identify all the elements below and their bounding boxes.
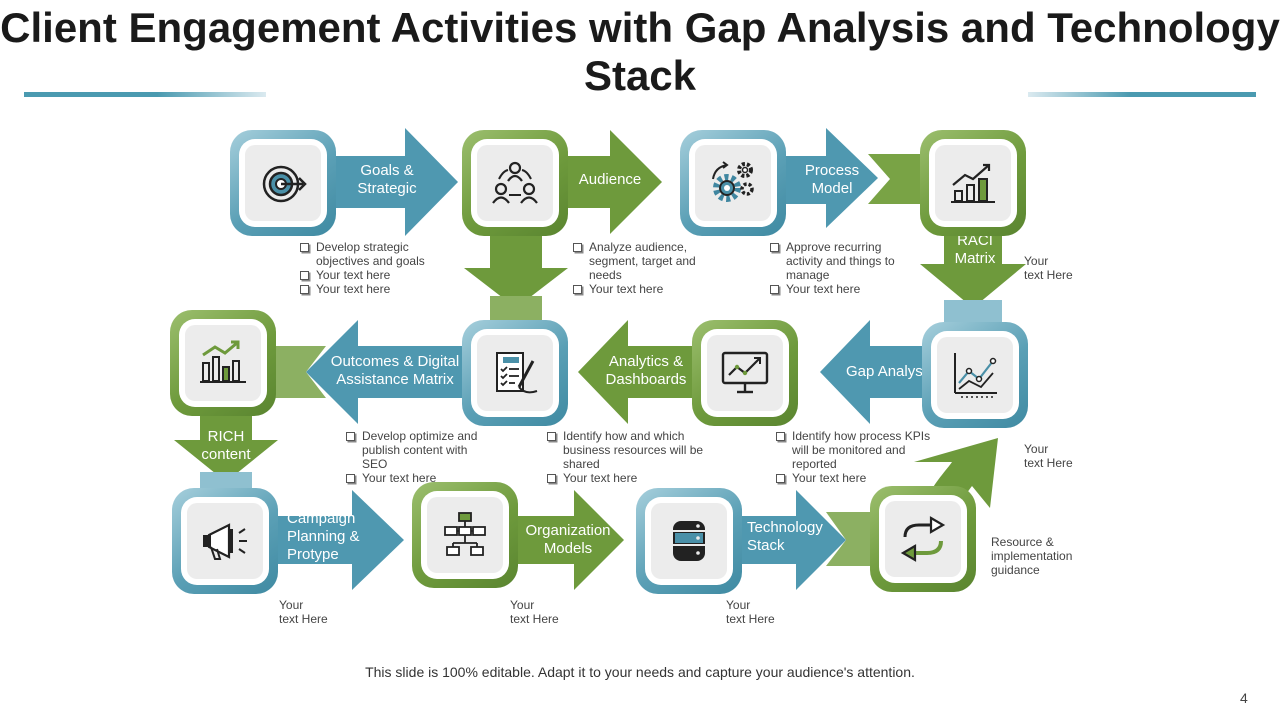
step-organization — [412, 482, 518, 588]
title-rule-right — [1028, 92, 1256, 97]
arrow-organization-to-technology — [518, 490, 624, 590]
org-chart-icon — [444, 512, 486, 556]
database-icon — [673, 521, 705, 561]
refresh-arrows-icon — [900, 516, 946, 562]
bullet-item: Identify how and which business resource… — [545, 429, 715, 471]
bullet-item: Develop optimize and publish content wit… — [344, 429, 494, 471]
team-icon — [492, 161, 538, 204]
footer-text: This slide is 100% editable. Adapt it to… — [365, 664, 915, 680]
bullet-item: Identify how process KPIs will be monito… — [774, 429, 944, 471]
bullet-item: Develop strategic objectives and goals — [298, 240, 448, 268]
arrow-resource-link — [826, 512, 878, 566]
bullet-item: Your text here — [298, 268, 448, 282]
step-rich — [170, 310, 276, 416]
clipboard-checklist-icon — [496, 352, 538, 394]
step-process — [680, 130, 786, 236]
step-gap — [922, 322, 1028, 428]
title-rule-left — [24, 92, 266, 97]
bar-chart-icon — [200, 340, 246, 383]
bullet-item: Your text here — [344, 471, 494, 485]
arrow-analytics-to-outcomes — [578, 320, 698, 424]
line-chart-icon — [954, 353, 997, 398]
label-gap: Gap Analysis — [846, 363, 934, 380]
bullet-item: Your text here — [768, 282, 908, 296]
arrow-chevron-to-raci — [868, 154, 926, 204]
label-goals: Goals &Strategic — [357, 162, 417, 197]
bullet-item: Approve recurring activity and things to… — [768, 240, 908, 282]
arrow-process-to-raci — [786, 128, 878, 228]
step-goals — [230, 130, 336, 236]
arrow-audience-down — [464, 232, 568, 308]
arrow-rich-down — [174, 410, 278, 482]
target-icon — [262, 165, 307, 203]
step-raci — [920, 130, 1026, 236]
monitor-chart-icon — [721, 351, 769, 394]
arrow-raci-down — [920, 234, 1026, 308]
step-analytics — [692, 320, 798, 426]
step-audience — [462, 130, 568, 236]
page-number: 4 — [1240, 690, 1248, 706]
bullet-item: Your text here — [774, 471, 944, 485]
bullet-item: Your text here — [571, 282, 717, 296]
arrow-rich-link — [274, 346, 326, 398]
bullet-item: Your text here — [545, 471, 715, 485]
arrow-technology-to-resource — [742, 490, 846, 590]
arrow-audience-to-process — [566, 130, 662, 234]
arrow-campaign-to-organization — [276, 490, 404, 590]
step-resource — [870, 486, 976, 592]
arrow-audience-join — [490, 296, 542, 326]
arrow-goals-to-audience — [336, 128, 458, 236]
bullets-outcomes: Develop optimize and publish content wit… — [344, 429, 494, 485]
step-campaign — [172, 488, 278, 594]
bullet-item: Analyze audience, segment, target and ne… — [571, 240, 717, 282]
megaphone-icon — [203, 523, 247, 560]
bullets-analytics: Identify how and which business resource… — [545, 429, 715, 485]
bullets-process: Approve recurring activity and things to… — [768, 240, 908, 296]
slide-title: Client Engagement Activities with Gap An… — [0, 4, 1280, 99]
bullet-item: Your text here — [298, 282, 448, 296]
bullets-gap: Identify how process KPIs will be monito… — [774, 429, 944, 485]
gears-icon — [712, 161, 754, 202]
bullets-audience: Analyze audience, segment, target and ne… — [571, 240, 717, 296]
label-audience: Audience — [578, 171, 642, 188]
growth-chart-icon — [951, 163, 995, 203]
label-analytics: Analytics &Dashboards — [605, 353, 687, 388]
arrow-outcomes-to-rich — [306, 320, 468, 424]
bullets-goals: Develop strategic objectives and goals Y… — [298, 240, 448, 296]
step-technology — [636, 488, 742, 594]
step-outcomes — [462, 320, 568, 426]
arrow-gap-to-analytics — [820, 320, 926, 424]
